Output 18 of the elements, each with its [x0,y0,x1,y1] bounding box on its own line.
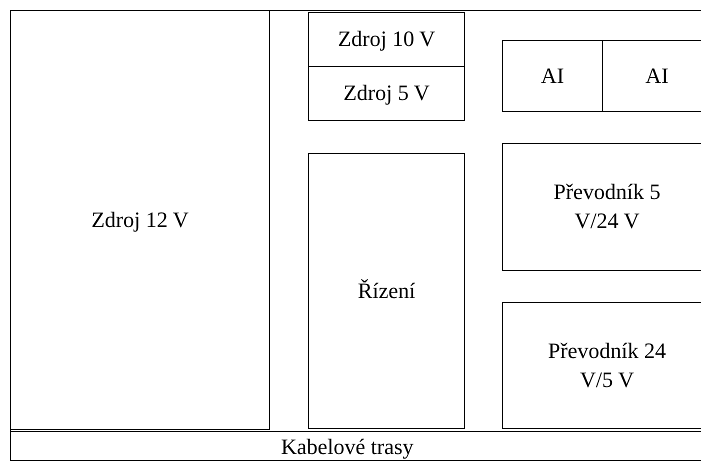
module-box [602,40,701,112]
node-label: Zdroj 10 V [338,25,436,54]
power-supply-box [308,66,465,121]
power-supply-box [308,12,465,67]
control-box [308,153,465,429]
node-label: Kabelové trasy [281,434,414,460]
power-supply-box [10,10,270,430]
cable-tray-band [10,431,701,461]
node-label: Převodník 5 V/24 V [552,178,662,235]
node-label: AI [540,62,564,90]
node-label: Zdroj 12 V [91,206,189,234]
node-label: AI [645,62,669,90]
node-label: Převodník 24 V/5 V [547,336,667,394]
node-label: Zdroj 5 V [343,79,430,108]
converter-box [502,302,701,429]
node-label: Řízení [358,276,416,305]
converter-box [502,143,701,271]
module-box [502,40,603,112]
